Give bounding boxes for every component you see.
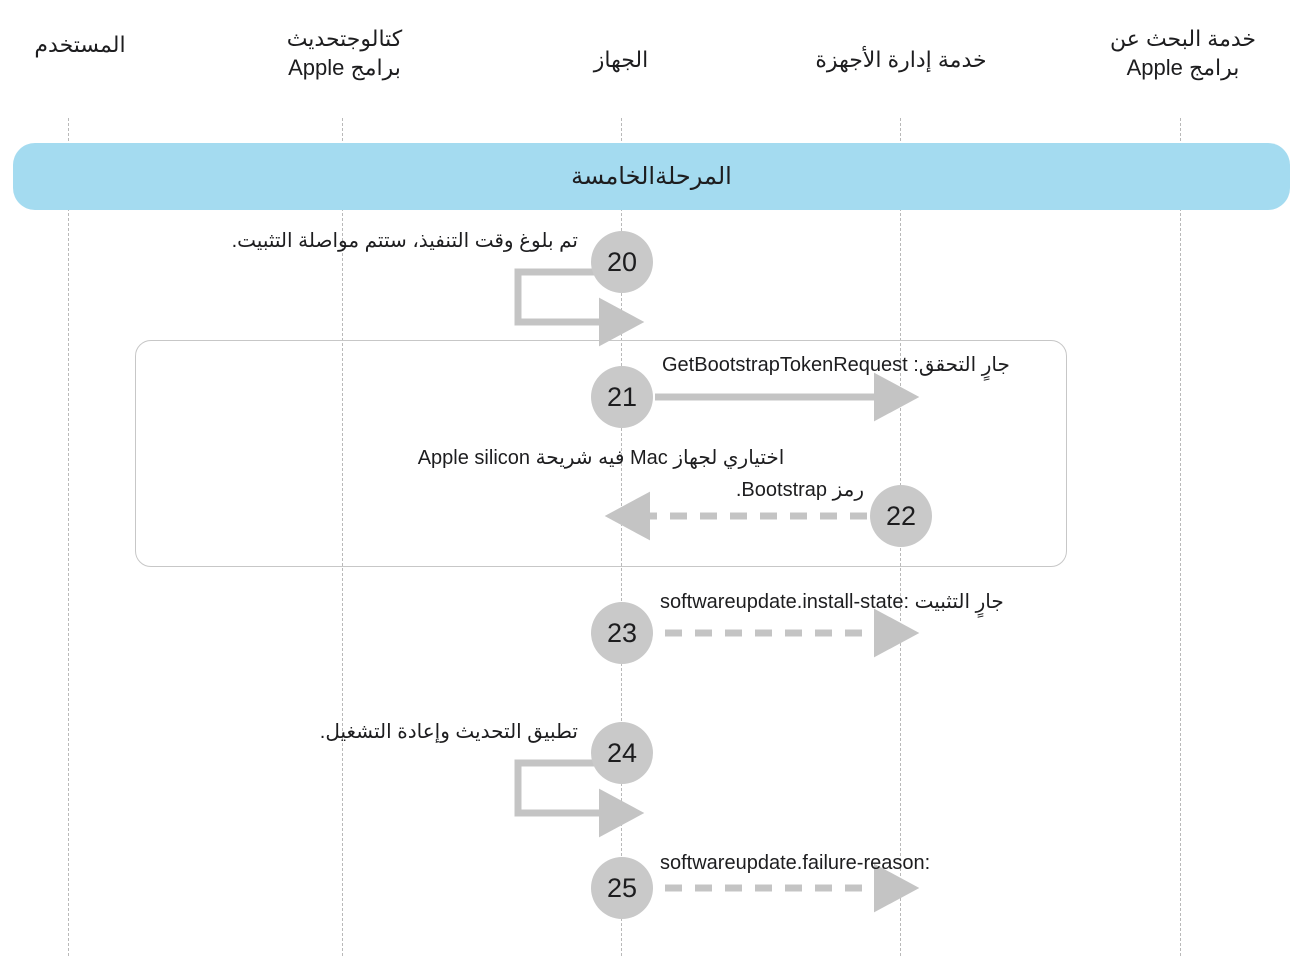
column-header-mdm: خدمة إدارة الأجهزة bbox=[815, 47, 987, 72]
arrow-step-20 bbox=[514, 268, 645, 347]
lifeline-user bbox=[68, 118, 69, 956]
message-label-21: جارٍ التحقق: GetBootstrapTokenRequest bbox=[662, 354, 1010, 376]
step-circle-23[interactable]: 23 bbox=[591, 602, 653, 664]
column-header-catalog: كتالوجتحديث برامج Apple bbox=[286, 26, 403, 81]
message-label-25: softwareupdate.failure-reason: bbox=[660, 852, 931, 874]
step-circle-25[interactable]: 25 bbox=[591, 857, 653, 919]
phase-banner-label: المرحلةالخامسة bbox=[571, 163, 732, 190]
step-circle-20[interactable]: 20 bbox=[591, 231, 653, 293]
message-label-20: تم بلوغ وقت التنفيذ، ستتم مواصلة التثبيت… bbox=[231, 230, 578, 252]
column-header-user: المستخدم bbox=[34, 32, 126, 57]
message-label-24: تطبيق التحديث وإعادة التشغيل. bbox=[319, 721, 578, 743]
message-label-22: رمز Bootstrap. bbox=[735, 479, 864, 501]
column-header-lookup: خدمة البحث عن برامج Apple bbox=[1109, 26, 1257, 81]
phase-banner: المرحلةالخامسة bbox=[13, 143, 1290, 210]
arrow-step-24 bbox=[514, 759, 645, 838]
optional-fragment-label: اختياري لجهاز Mac فيه شريحة Apple silico… bbox=[417, 447, 785, 469]
step-circle-21[interactable]: 21 bbox=[591, 366, 653, 428]
step-circle-22[interactable]: 22 bbox=[870, 485, 932, 547]
column-header-device: الجهاز bbox=[593, 47, 649, 72]
lifeline-catalog bbox=[342, 118, 343, 956]
step-circle-24[interactable]: 24 bbox=[591, 722, 653, 784]
message-label-23: جارٍ التثبيت :softwareupdate.install-sta… bbox=[660, 591, 1004, 613]
lifeline-lookup bbox=[1180, 118, 1181, 956]
